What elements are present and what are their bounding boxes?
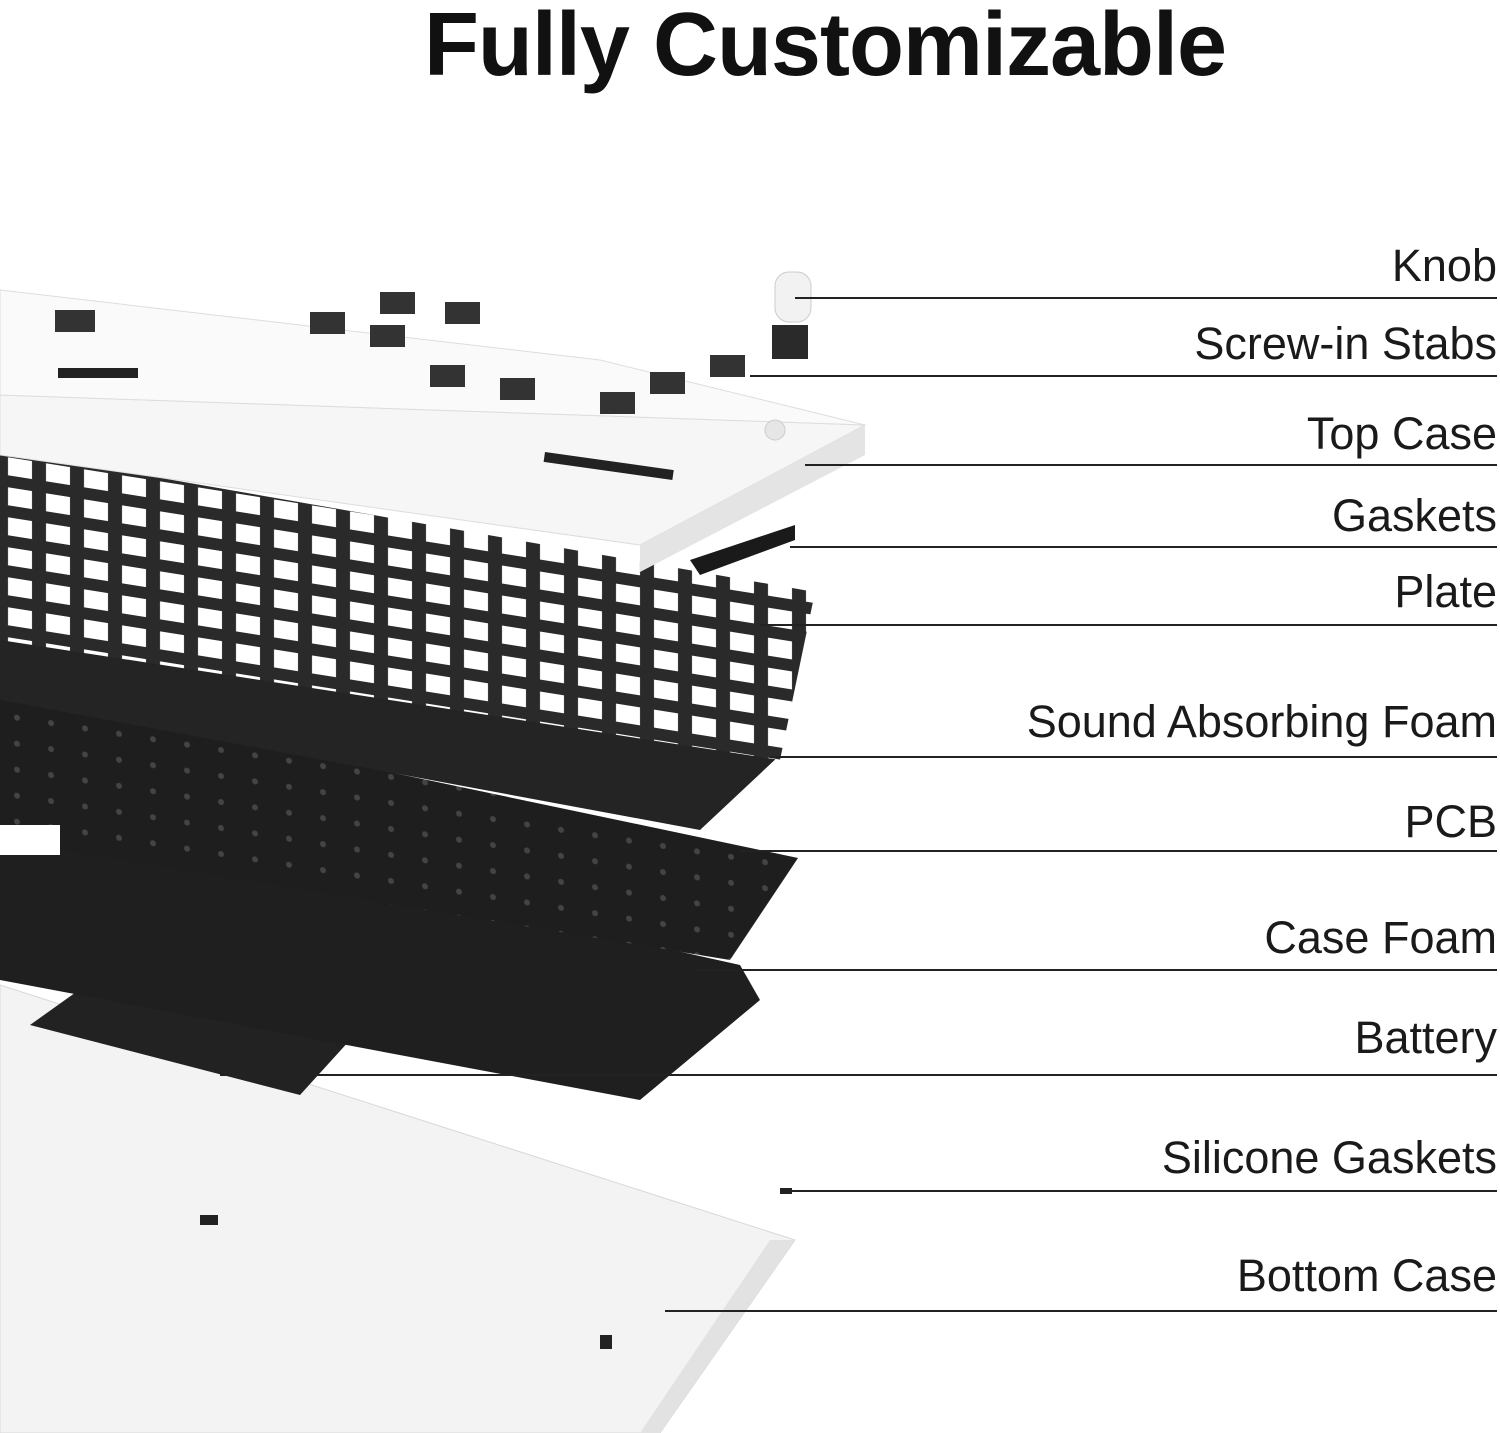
label-battery: Battery (1354, 1012, 1497, 1063)
leader-line-bottom-case (665, 1310, 1497, 1312)
label-top-case: Top Case (1306, 408, 1497, 459)
label-plate: Plate (1394, 566, 1497, 617)
leader-line-screw-in-stabs (750, 375, 1497, 377)
knob-shape (772, 271, 812, 359)
label-screw-in-stabs: Screw-in Stabs (1194, 318, 1497, 369)
leader-line-battery (220, 1074, 1497, 1076)
leader-line-top-case (805, 464, 1497, 466)
leader-line-plate (760, 624, 1497, 626)
leader-line-gaskets (790, 546, 1497, 548)
label-silicone-gaskets: Silicone Gaskets (1161, 1132, 1497, 1183)
label-gaskets: Gaskets (1331, 490, 1497, 541)
leader-line-case-foam (695, 969, 1497, 971)
case-foam-shape (0, 800, 760, 1100)
label-case-foam: Case Foam (1264, 912, 1497, 963)
leader-line-pcb (740, 850, 1497, 852)
page-title: Fully Customizable (423, 0, 1227, 95)
leader-line-sound-absorbing-foam (770, 756, 1497, 758)
label-pcb: PCB (1404, 796, 1497, 847)
plate-shape (0, 450, 815, 760)
top-case-shape (0, 289, 867, 572)
label-knob: Knob (1391, 240, 1497, 291)
bottom-case-shape (0, 984, 796, 1433)
silicone-gasket-shape (780, 1188, 792, 1194)
pcb-shape (0, 690, 798, 960)
stabs-shape (55, 292, 745, 414)
gasket-shape (690, 525, 795, 575)
label-sound-absorbing-foam: Sound Absorbing Foam (1026, 696, 1497, 747)
label-bottom-case: Bottom Case (1236, 1250, 1497, 1301)
battery-shape (30, 975, 350, 1095)
leader-line-knob (795, 297, 1497, 299)
leader-line-silicone-gaskets (790, 1190, 1497, 1192)
